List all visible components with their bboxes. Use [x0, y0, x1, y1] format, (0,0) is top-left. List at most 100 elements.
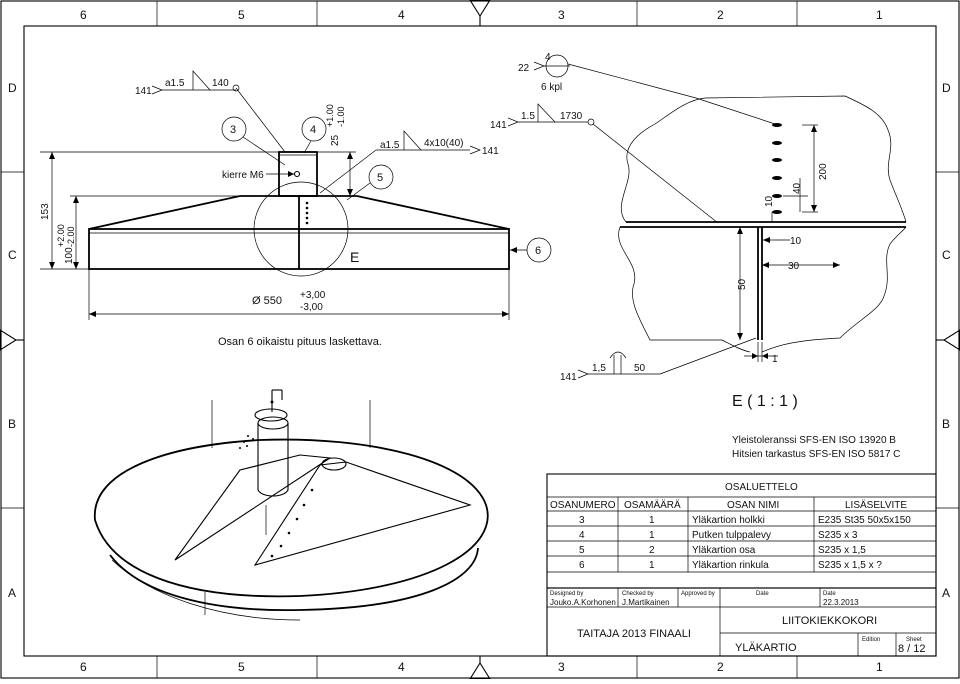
edition-label: Edition	[862, 637, 880, 643]
part-name: YLÄKARTIO	[735, 642, 797, 654]
zone-letter-right: D	[942, 81, 951, 95]
zone-letter-right: A	[942, 586, 950, 600]
zone-number-bottom: 4	[398, 660, 405, 674]
parts-row-spec: E235 St35 50x5x150	[818, 515, 911, 526]
balloon-label: 5	[377, 172, 383, 184]
dim-50: 50	[737, 278, 748, 290]
parts-list-header: OSAN NIMI	[727, 500, 779, 511]
dim-40: 40	[792, 182, 803, 194]
zone-number-top: 5	[238, 8, 245, 22]
dim-10-vertical: 10	[764, 195, 775, 207]
parts-row-number: 6	[579, 560, 585, 571]
parts-row-qty: 1	[649, 515, 655, 526]
zone-number-top: 3	[558, 8, 565, 22]
zone-letter-left: A	[8, 586, 16, 600]
zone-number-bottom: 6	[80, 660, 87, 674]
zone-number-bottom: 3	[558, 660, 565, 674]
detail-view-e: 22 4 6 kpl 141 1.5 1730 141 1,5 50 200	[490, 52, 907, 410]
title-block: Designed by Jouko.A.Korhonen Checked by …	[546, 587, 937, 657]
weld-spec-label: 4x10(40)	[424, 138, 463, 149]
balloon-label: 6	[535, 245, 541, 257]
parts-row-name: Putken tulppalevy	[692, 530, 771, 541]
dim-diameter: Ø 550	[252, 295, 282, 307]
dim-diameter-tol-lower: -3,00	[300, 302, 323, 313]
date-label: Date	[823, 591, 836, 597]
zone-number-bottom: 1	[876, 660, 883, 674]
dim-base-tol-upper: +2.00	[56, 224, 66, 247]
zone-number-top: 6	[80, 8, 87, 22]
detail-circle-e	[253, 181, 349, 277]
parts-row-name: Yläkartion holkki	[692, 515, 765, 526]
weld-size-label: a1.5	[380, 140, 400, 151]
designed-by-label: Designed by	[550, 591, 583, 597]
hole-qty: 6 kpl	[541, 82, 562, 93]
balloon-5	[368, 164, 394, 190]
balloon-label: 3	[230, 124, 236, 136]
zone-letter-left: D	[8, 81, 17, 95]
approved-by-label: Approved by	[681, 591, 715, 597]
tolerance-general: Yleistoleranssi SFS-EN ISO 13920 B	[732, 435, 896, 446]
assembly-name: LIITOKIEKKOKORI	[782, 615, 877, 627]
weld-size-label: 1,5	[592, 363, 606, 374]
parts-row-name: Yläkartion osa	[692, 545, 756, 556]
parts-list-header: OSANUMERO	[550, 500, 616, 511]
weld-size-label: a1.5	[165, 78, 185, 89]
weld-process-141: 141	[490, 120, 507, 131]
parts-list: OSALUETTELO OSANUMERO OSAMÄÄRÄ OSAN NIMI…	[546, 473, 937, 589]
date-value: 22.3.2013	[823, 598, 859, 607]
parts-row-spec: S235 x 1,5 x ?	[818, 560, 882, 571]
zone-number-top: 1	[876, 8, 883, 22]
parts-row-spec: S235 x 3	[818, 530, 858, 541]
weld-length-label: 50	[634, 363, 646, 374]
checked-by-label: Checked by	[622, 591, 654, 597]
weld-process-141: 141	[482, 146, 499, 157]
sheet-label: Sheet	[906, 637, 922, 643]
dim-tube-tol-lower: -1.00	[336, 106, 346, 127]
sheet-value: 8 / 12	[898, 643, 926, 655]
side-view: E 141 a1.5 140 a1.5 4x10(40) 141 3 4 5 6…	[40, 70, 552, 348]
detail-title: E ( 1 : 1 )	[732, 393, 798, 410]
dim-tube-tol-upper: +1.00	[325, 104, 335, 127]
zone-letter-left: C	[8, 248, 17, 262]
dim-200: 200	[818, 163, 829, 180]
parts-row-number: 4	[579, 530, 585, 541]
parts-row-name: Yläkartion rinkula	[692, 560, 769, 571]
weld-process-141: 141	[560, 372, 577, 383]
dim-base-height: 100	[64, 247, 75, 264]
balloon-4	[301, 116, 327, 142]
dim-tube-height: 25	[330, 134, 341, 146]
parts-row-spec: S235 x 1,5	[818, 545, 866, 556]
parts-row-number: 3	[579, 515, 585, 526]
tolerance-weld: Hitsien tarkastus SFS-EN ISO 5817 C	[732, 449, 900, 460]
zone-letter-left: B	[8, 417, 16, 431]
zone-letter-right: B	[942, 417, 950, 431]
balloon-3	[221, 116, 247, 142]
weld-length-label: 140	[212, 78, 229, 89]
dim-total-height: 153	[40, 203, 51, 220]
zone-number-bottom: 2	[717, 660, 724, 674]
length-note: Osan 6 oikaistu pituus laskettava.	[218, 336, 382, 348]
zone-letter-right: C	[942, 248, 951, 262]
zone-number-top: 4	[398, 8, 405, 22]
parts-row-qty: 2	[649, 545, 655, 556]
detail-marker-e: E	[350, 249, 359, 265]
hole-leader-22: 22	[518, 63, 530, 74]
weld-size-label: 1.5	[521, 111, 535, 122]
parts-row-number: 5	[579, 545, 585, 556]
designed-by-value: Jouko.A.Korhonen	[550, 598, 616, 607]
dim-10-horizontal: 10	[790, 236, 802, 247]
balloon-label: 4	[310, 124, 316, 136]
parts-row-qty: 1	[649, 530, 655, 541]
project-name: TAITAJA 2013 FINAALI	[577, 628, 691, 640]
hole-size: 4	[545, 52, 551, 63]
dim-base-tol-lower: -2.00	[66, 226, 76, 247]
weld-process-141: 141	[135, 86, 152, 97]
zone-number-top: 2	[717, 8, 724, 22]
weld-length-label: 1730	[560, 111, 583, 122]
parts-list-header: LISÄSELVITE	[845, 499, 907, 511]
zone-number-bottom: 5	[238, 660, 245, 674]
date-label: Date	[756, 591, 769, 597]
